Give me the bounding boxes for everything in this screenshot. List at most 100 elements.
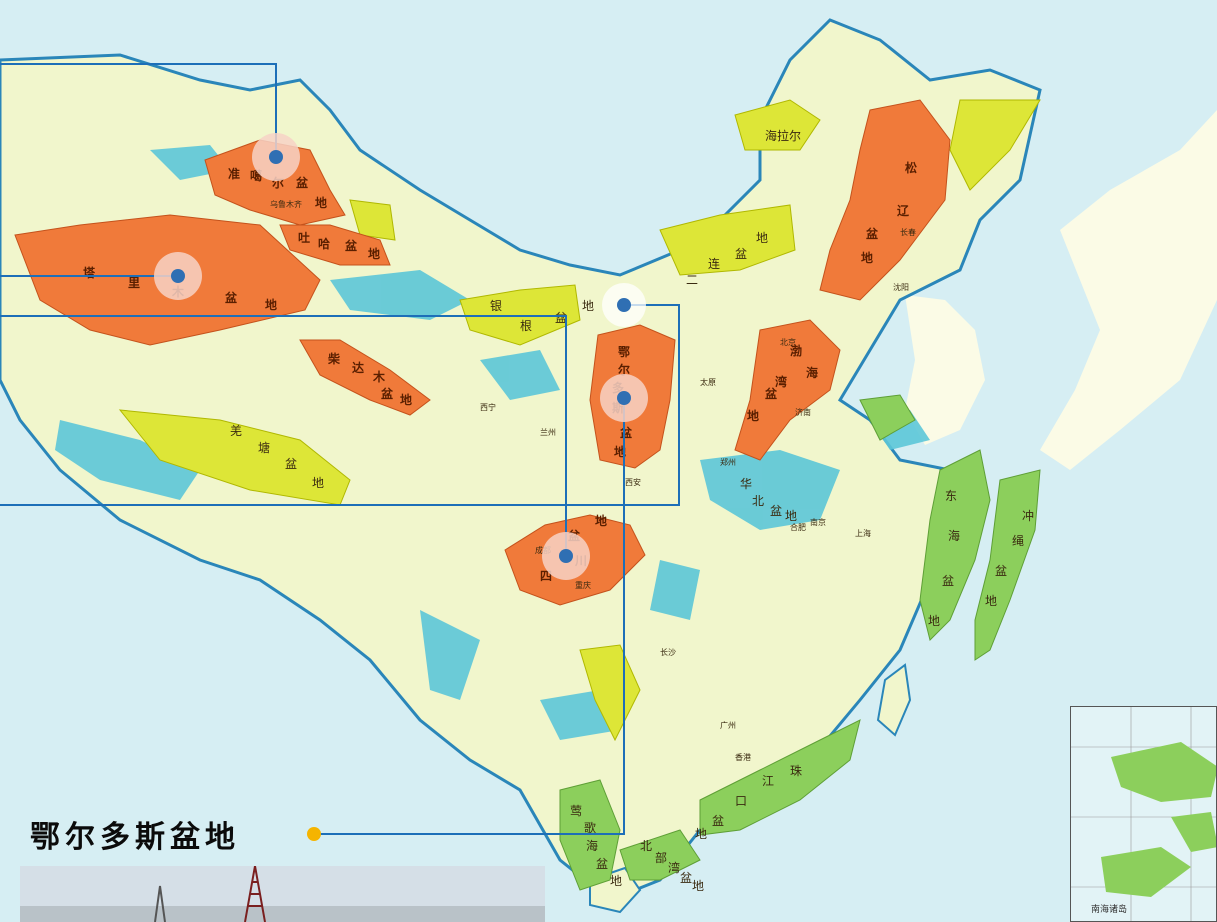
- erlian-basin: [659, 204, 796, 276]
- yingen-label-1: 银: [490, 299, 502, 313]
- bohai-label-5: 地: [747, 408, 759, 423]
- bohai-label-2: 海: [806, 365, 818, 380]
- beibu-label-4: 盆: [680, 871, 692, 885]
- beibu-gulf-basin: [619, 829, 701, 881]
- yingen-label-4: 地: [582, 299, 594, 313]
- east-china-sea-label-3: 盆: [942, 574, 954, 588]
- leader-sichuan: [0, 315, 567, 556]
- okinawa-basin: [974, 469, 1041, 661]
- leader-ordos-frame: [0, 304, 680, 506]
- turpan-label-2: 哈: [318, 236, 330, 251]
- city-hefei: 合肥: [790, 522, 806, 532]
- east-china-sea-label-1: 东: [945, 489, 957, 503]
- east-china-sea-basin: [919, 449, 991, 641]
- city-changchun: 长春: [900, 227, 916, 237]
- okinawa-label-1: 冲: [1022, 508, 1034, 523]
- japan-islands: [1040, 110, 1217, 470]
- okinawa-label-4: 地: [985, 594, 997, 608]
- songliao-label-4: 地: [861, 250, 873, 265]
- tarim-label-1: 塔: [83, 265, 96, 280]
- korea-peninsula: [905, 295, 985, 445]
- marker-dot-ordos: [617, 391, 631, 405]
- junggar-label-5: 地: [315, 195, 327, 210]
- tarim-label-2: 里: [128, 275, 140, 290]
- ordos-label-1: 鄂: [618, 345, 630, 359]
- oil-rig-photo: [20, 866, 545, 922]
- qaidam-label-5: 地: [400, 392, 412, 407]
- pearl-river-label-2: 江: [762, 774, 774, 788]
- turpan-label-4: 地: [368, 246, 380, 261]
- marker-dot-sichuan: [559, 549, 573, 563]
- qaidam-label-4: 盆: [380, 386, 394, 401]
- pearl-river-label-1: 珠: [790, 764, 802, 778]
- city-nanjing: 南京: [810, 517, 826, 527]
- qiangtang-label-2: 塘: [258, 440, 270, 455]
- qiangtang-label-4: 地: [312, 476, 324, 490]
- turpan-label-1: 吐: [298, 230, 310, 245]
- yellow-nw: [349, 199, 396, 241]
- qiangtang-basin: [118, 409, 351, 506]
- erlian-label-2: 连: [708, 256, 720, 271]
- songliao-label-2: 辽: [897, 204, 910, 218]
- hailar-label: 海拉尔: [765, 128, 801, 143]
- qiangtang-label-3: 盆: [285, 457, 297, 471]
- qaidam-label-2: 达: [352, 360, 364, 375]
- city-shanghai: 上海: [855, 528, 871, 538]
- city-shenyang: 沈阳: [893, 282, 909, 292]
- ordos-label-5: 盆: [619, 425, 633, 440]
- marker-dot-erdos-north: [617, 298, 631, 312]
- green-basins: [559, 394, 1041, 891]
- city-chongqing: 重庆: [575, 580, 591, 590]
- oil-rig-illustration: [20, 866, 545, 922]
- erlian-label-1: 二: [686, 273, 698, 287]
- yinggehai-label-3: 海: [586, 838, 598, 853]
- qiangtang-label-1: 羌: [230, 424, 242, 438]
- songliao-label-3: 盆: [865, 226, 879, 241]
- junggar-label-4: 盆: [295, 175, 309, 190]
- yinggehai-label-1: 莺: [570, 804, 582, 818]
- inset-label: 南海诸岛: [1091, 903, 1127, 915]
- bohai-bay-basin: [734, 319, 841, 461]
- turpan-hami-basin: [279, 224, 391, 266]
- east-china-sea-label-2: 海: [948, 528, 960, 543]
- okinawa-label-3: 盆: [995, 564, 1007, 578]
- pearl-river-mouth-basin: [699, 719, 861, 836]
- junggar-label-1: 准: [228, 166, 240, 181]
- leader-junggar: [0, 63, 277, 157]
- east-china-sea-label-4: 地: [928, 614, 940, 628]
- songliao-label-1: 松: [905, 160, 917, 175]
- songliao-basin: [819, 99, 951, 301]
- yingen-label-2: 根: [520, 319, 532, 333]
- bohai-label-4: 盆: [764, 386, 778, 401]
- city-lanzhou: 兰州: [540, 427, 556, 437]
- tarim-label-4: 盆: [224, 290, 238, 305]
- marker-dot-junggar: [269, 150, 283, 164]
- taiwan-island: [876, 663, 912, 737]
- yellow-ne-1: [949, 99, 1041, 191]
- pearl-river-label-5: 地: [695, 827, 707, 841]
- beibu-label-2: 部: [655, 850, 667, 865]
- caption-dot: [307, 827, 321, 841]
- city-beijing: 北京: [780, 337, 796, 347]
- leader-ordos: [318, 398, 625, 835]
- qaidam-label-1: 柴: [327, 351, 341, 366]
- north-china-label-1: 华: [740, 477, 752, 491]
- city-guangzhou: 广州: [720, 720, 736, 730]
- beibu-label-3: 湾: [668, 860, 680, 875]
- beibu-label-5: 地: [692, 879, 704, 893]
- city-zhengzhou: 郑州: [720, 457, 736, 467]
- pearl-river-label-3: 口: [735, 794, 747, 808]
- south-china-sea-inset: 南海诸岛: [1070, 706, 1217, 922]
- city-changsha: 长沙: [660, 647, 676, 657]
- city-xining: 西宁: [480, 402, 496, 412]
- yinggehai-label-5: 地: [610, 874, 622, 888]
- qaidam-basin: [299, 339, 431, 416]
- yinggehai-label-2: 歌: [584, 820, 596, 835]
- okinawa-label-2: 绳: [1012, 534, 1024, 548]
- north-china-label-2: 北: [752, 494, 764, 508]
- erlian-label-4: 地: [756, 231, 768, 245]
- yingen-label-3: 盆: [555, 311, 567, 325]
- turpan-label-3: 盆: [344, 238, 358, 253]
- bohai-sea-green: [859, 394, 916, 441]
